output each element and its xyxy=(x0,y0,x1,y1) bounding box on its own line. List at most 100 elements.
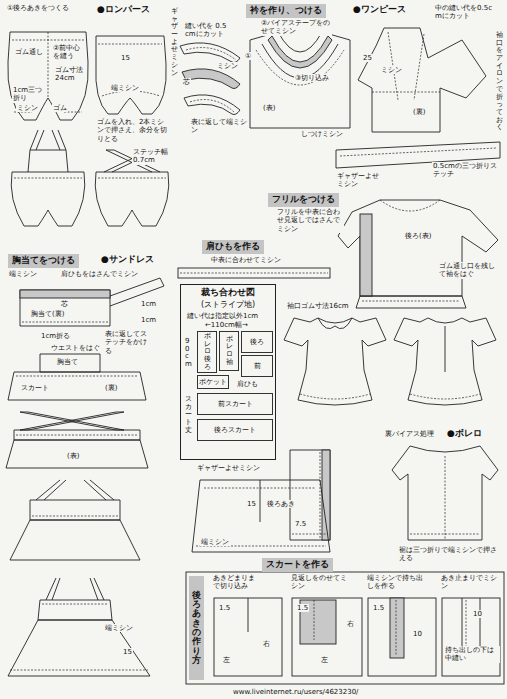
sewing-note: ②前中心を縫う xyxy=(52,44,84,61)
heading-text: 胸当てをつける xyxy=(12,255,75,267)
sewing-note: 15 xyxy=(122,648,133,656)
stroke xyxy=(356,296,466,308)
stroke xyxy=(214,598,282,676)
stroke xyxy=(300,394,370,399)
stroke xyxy=(284,318,386,405)
stroke xyxy=(338,200,498,296)
sewing-note: 7.5 xyxy=(294,520,307,528)
sewing-note: 肩ひも xyxy=(236,380,259,388)
sewing-note: スカート xyxy=(20,384,50,392)
stroke xyxy=(340,148,496,156)
sewing-note: 左 xyxy=(222,656,231,664)
stroke xyxy=(14,178,82,179)
sewing-note: (表) xyxy=(66,452,80,460)
garment-title: ●ワンピース xyxy=(352,4,407,15)
stroke xyxy=(248,598,249,632)
romper-bib-front xyxy=(11,130,85,226)
sewing-note: 1.5 xyxy=(296,604,309,612)
collar-pieces xyxy=(180,43,240,115)
cutting-layout: 裁ち合わせ図(ストライプ地)ボレロ後ろボレロ袖後ろ前ポケット前スカート後ろスカー… xyxy=(180,284,276,460)
sewing-note: 右 xyxy=(346,620,355,628)
heading-text: 肩ひもを作る xyxy=(206,241,260,253)
stroke xyxy=(250,32,350,128)
sewing-note: (表) xyxy=(262,104,276,112)
sewing-note: 90cm xyxy=(184,338,193,369)
crossed-straps xyxy=(6,412,148,468)
piece-name: ボレロ袖 xyxy=(226,336,233,367)
sewing-note: ミシン xyxy=(216,62,239,70)
sewing-note: 縫い代を 0.5cmにカット xyxy=(184,22,230,39)
stroke xyxy=(8,372,146,400)
stroke xyxy=(292,452,328,538)
stroke xyxy=(178,268,330,278)
sewing-note: 15 xyxy=(246,500,257,508)
piece-name: ボレロ後ろ xyxy=(204,333,211,371)
piece-name: 後ろスカート xyxy=(214,425,256,435)
sewing-note: 胸当て(裏) xyxy=(30,310,65,318)
sewing-note: 15 xyxy=(120,54,131,62)
garment-title: ●ボレロ xyxy=(446,428,483,439)
shoulder-strap xyxy=(178,268,330,278)
sewing-note: ゴム通し口を残して袖をはぐ xyxy=(438,262,502,279)
piece-name: 裁ち合わせ図 xyxy=(181,287,275,299)
bib xyxy=(20,278,164,326)
stroke xyxy=(410,394,480,399)
piece-name: ポケット xyxy=(199,377,227,387)
sewing-note: 1cm xyxy=(140,316,157,324)
sewing-note: 端ミシン xyxy=(200,538,230,546)
sewing-note: 見返しをのせてミシン xyxy=(290,574,352,591)
stroke xyxy=(292,598,362,676)
dress-opened xyxy=(338,200,498,308)
stroke xyxy=(396,600,397,656)
sewing-note: あきどまりまで切り込み xyxy=(212,574,260,591)
stroke xyxy=(98,178,166,179)
stroke xyxy=(28,130,68,172)
sewing-note: ギャザーよせミシン xyxy=(196,464,261,472)
stroke xyxy=(368,598,436,676)
stroke xyxy=(22,322,108,323)
sewing-note: 端ミシン xyxy=(104,624,134,632)
sewing-note: 表に返して端ミシン xyxy=(190,118,248,135)
sewing-note: 0.5cmの三つ折りステッチ xyxy=(432,162,498,179)
sewing-note: スカート丈 xyxy=(184,396,193,434)
stroke xyxy=(20,290,110,298)
stroke xyxy=(372,32,440,100)
section-heading: 肩ひもを作る xyxy=(202,240,264,254)
heading-text: 後ろあきの作り方 xyxy=(192,591,201,666)
sewing-note: ③切り込み xyxy=(294,74,330,82)
sewing-note: 胸当て xyxy=(56,358,79,366)
stroke xyxy=(445,326,446,372)
piece-name: 前 xyxy=(254,361,261,371)
stroke xyxy=(256,50,344,85)
sewing-note: 端ミシンで持ち出しを作る xyxy=(366,574,430,591)
sewing-note: 10 xyxy=(412,630,423,638)
pattern-piece: 後ろ xyxy=(241,331,273,353)
stroke xyxy=(390,598,404,658)
sewing-note: ① xyxy=(244,52,252,60)
sewing-note: 中の縫い代を0.5cmにカット xyxy=(434,4,494,21)
sewing-note: 持ち出しの下は中縫い xyxy=(444,646,500,663)
heading-text: スカートを作る xyxy=(266,559,329,571)
stroke xyxy=(36,480,114,500)
sewing-note: 後ろ(表) xyxy=(404,232,432,240)
stroke xyxy=(20,412,124,430)
stroke xyxy=(362,200,460,301)
sewing-note: 1cm三つ折り xyxy=(12,86,44,103)
stroke xyxy=(20,290,110,326)
sewing-note: 1.5 xyxy=(218,604,231,612)
dress-front xyxy=(284,318,386,405)
sewing-note: ←110cm幅→ xyxy=(204,321,249,329)
stroke xyxy=(96,36,166,114)
romper-front xyxy=(8,32,88,120)
sewing-note: あき止まりでミシン xyxy=(440,574,500,591)
stroke xyxy=(10,604,148,670)
sewing-note: ゴム通し xyxy=(14,48,44,56)
sewing-note: フリルを中表に合わせ見返しではさんでミシン xyxy=(276,208,344,233)
stroke xyxy=(11,172,85,226)
sewing-note: 右 xyxy=(262,640,271,648)
sewing-note: ゴム xyxy=(52,104,68,112)
sewing-note: ウエストをはぐ xyxy=(50,344,101,352)
sewing-note: 裏バイアス処理 xyxy=(384,430,435,438)
stroke xyxy=(180,43,240,63)
